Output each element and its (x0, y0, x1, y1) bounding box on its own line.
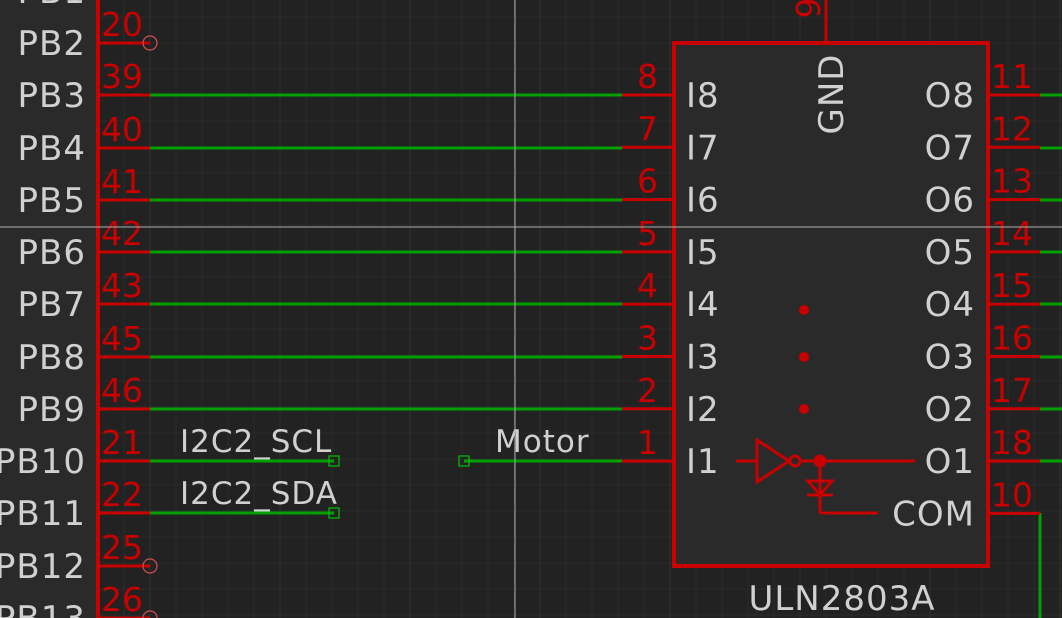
ellipsis-dot (799, 352, 809, 362)
output-pin-name: O6 (925, 181, 975, 221)
label-anchor (328, 507, 340, 519)
mcu-pin-name: PB4 (18, 129, 86, 169)
input-pin-number: 1 (637, 423, 658, 462)
component-value[interactable]: ULN2803A (748, 579, 935, 618)
label-anchor (458, 455, 470, 467)
mcu-pin-number: 42 (101, 214, 143, 253)
input-pin-number: 2 (637, 371, 658, 410)
mcu-pin-name: PB5 (18, 181, 86, 221)
output-pin-number: 10 (991, 475, 1033, 514)
output-pin-name: O8 (925, 76, 975, 116)
input-pin-name: I4 (686, 285, 720, 325)
output-pin-number: 16 (991, 319, 1033, 358)
output-pin-number: 17 (991, 371, 1033, 410)
input-pin-name: I8 (686, 76, 720, 116)
uln2803a-symbol[interactable]: 8 I8 7 I7 6 I6 5 I5 4 I4 3 I3 2 I2 1 I1 11 O8 12 O7 13 O6 14 O5… (622, 57, 1040, 534)
mcu-body[interactable] (0, 0, 98, 618)
output-pin-name: O3 (925, 338, 975, 378)
mcu-pin-number: 39 (101, 57, 143, 96)
ellipsis-dot (799, 305, 809, 315)
output-pin-name: COM (892, 494, 975, 534)
mcu-pin-name: PB10 (0, 442, 86, 482)
input-pin-name: I7 (686, 128, 720, 168)
output-pin-name: O7 (925, 128, 975, 168)
input-pin-number: 4 (637, 266, 658, 305)
input-pin-name: I3 (686, 338, 720, 378)
mcu-pin-name: PB11 (0, 494, 86, 534)
output-pin-number: 13 (991, 162, 1033, 201)
output-pin-number: 11 (991, 57, 1033, 96)
ellipsis-dot (799, 404, 809, 414)
unconnected-pin-marker (142, 35, 158, 51)
mcu-pin-number: 21 (101, 423, 143, 462)
mcu-pin-number: 22 (101, 475, 143, 514)
output-pin-number: 14 (991, 214, 1033, 253)
input-pin-name: I2 (686, 390, 720, 430)
wires (150, 93, 1062, 618)
mcu-pin-name: PB12 (0, 547, 86, 587)
output-pin-number: 18 (991, 423, 1033, 462)
mcu-pin-name: PB2 (18, 24, 86, 64)
mcu-pin-name: PB7 (18, 285, 86, 325)
input-pin-number: 3 (637, 319, 658, 358)
net-label-sda[interactable]: I2C2_SDA (180, 476, 338, 512)
input-pin-number: 5 (637, 214, 658, 253)
mcu-pin-name: PB6 (18, 233, 86, 273)
unconnected-pin-marker (142, 610, 158, 618)
mcu-pin-name: PB8 (18, 338, 86, 378)
mcu-pin-number: 20 (101, 5, 143, 44)
label-anchor (328, 455, 340, 467)
output-pin-number: 15 (991, 266, 1033, 305)
mcu-pin-name: PB13 (0, 599, 86, 618)
mcu-pin-name: PB9 (18, 390, 86, 430)
mcu-pin-name: PB3 (18, 76, 86, 116)
input-pin-number: 6 (637, 162, 658, 201)
input-pin-number: 7 (637, 109, 658, 148)
mcu-pin-number: 26 (101, 580, 143, 618)
input-pin-name: I6 (686, 181, 720, 221)
output-pin-name: O4 (925, 285, 975, 325)
net-label-scl[interactable]: I2C2_SCL (180, 424, 332, 460)
mcu-pin-name: PB1 (18, 0, 86, 12)
mcu-pin-number: 25 (101, 528, 143, 567)
mcu-pin-number: 46 (101, 371, 143, 410)
mcu-pin-number: 41 (101, 162, 143, 201)
mcu-pin-number: 40 (101, 110, 143, 149)
output-pin-name: O2 (925, 390, 975, 430)
uln2803a-body[interactable] (672, 41, 990, 568)
input-pin-number: 8 (637, 57, 658, 96)
net-label-motor[interactable]: Motor (495, 424, 590, 460)
output-pin-number: 12 (991, 109, 1033, 148)
unconnected-pin-marker (142, 558, 158, 574)
mcu-pin-number: 45 (101, 319, 143, 358)
output-pin-name: O5 (925, 233, 975, 273)
gnd-pin-number: 9 (789, 0, 828, 19)
mcu-pin-number: 43 (101, 266, 143, 305)
output-pin-name: O1 (925, 442, 975, 482)
input-pin-name: I1 (686, 442, 720, 482)
input-pin-name: I5 (686, 233, 720, 273)
gnd-pin-name: GND (812, 54, 852, 135)
inverter-gate-symbol (736, 437, 915, 515)
